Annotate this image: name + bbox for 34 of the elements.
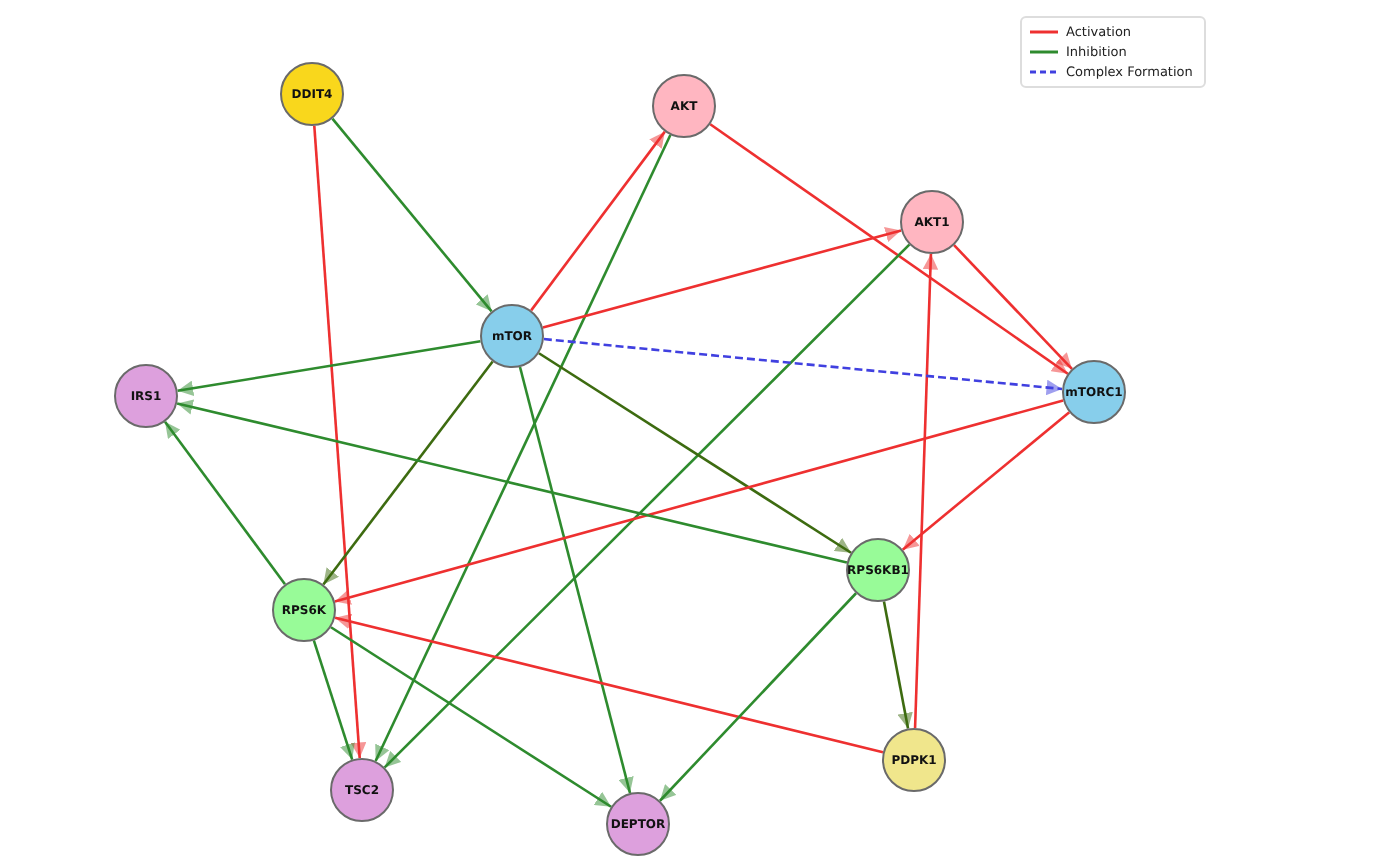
interaction-arrow [518, 366, 634, 794]
protein-node [480, 304, 544, 368]
interaction-arrow [330, 626, 612, 808]
interaction-arrow [374, 134, 672, 762]
interaction-arrow [953, 244, 1073, 370]
protein-node [114, 364, 178, 428]
protein-node [606, 792, 670, 856]
interaction-arrow [383, 243, 911, 769]
interaction-arrow [659, 592, 857, 802]
interaction-arrow [901, 411, 1071, 551]
protein-node [272, 578, 336, 642]
interaction-arrow [322, 360, 494, 586]
interaction-arrow [313, 125, 367, 759]
protein-node [882, 728, 946, 792]
protein-node [330, 758, 394, 822]
interaction-arrow [882, 601, 913, 729]
protein-node [280, 62, 344, 126]
interaction-arrow [543, 337, 1063, 396]
interaction-arrow [334, 613, 884, 754]
interaction-arrow [542, 226, 902, 329]
protein-node [846, 538, 910, 602]
interaction-arrow [177, 339, 481, 396]
interaction-arrow [176, 399, 848, 564]
protein-node [900, 190, 964, 254]
interaction-arrow [530, 130, 666, 312]
protein-node [652, 74, 716, 138]
interaction-arrow [312, 640, 355, 760]
interaction-arrow [913, 253, 939, 729]
interaction-arrow [331, 117, 493, 313]
interaction-arrow [163, 420, 287, 586]
protein-node [1062, 360, 1126, 424]
interaction-arrow [334, 399, 1064, 605]
interaction-arrow [709, 123, 1069, 375]
interaction-arrow [538, 352, 852, 554]
